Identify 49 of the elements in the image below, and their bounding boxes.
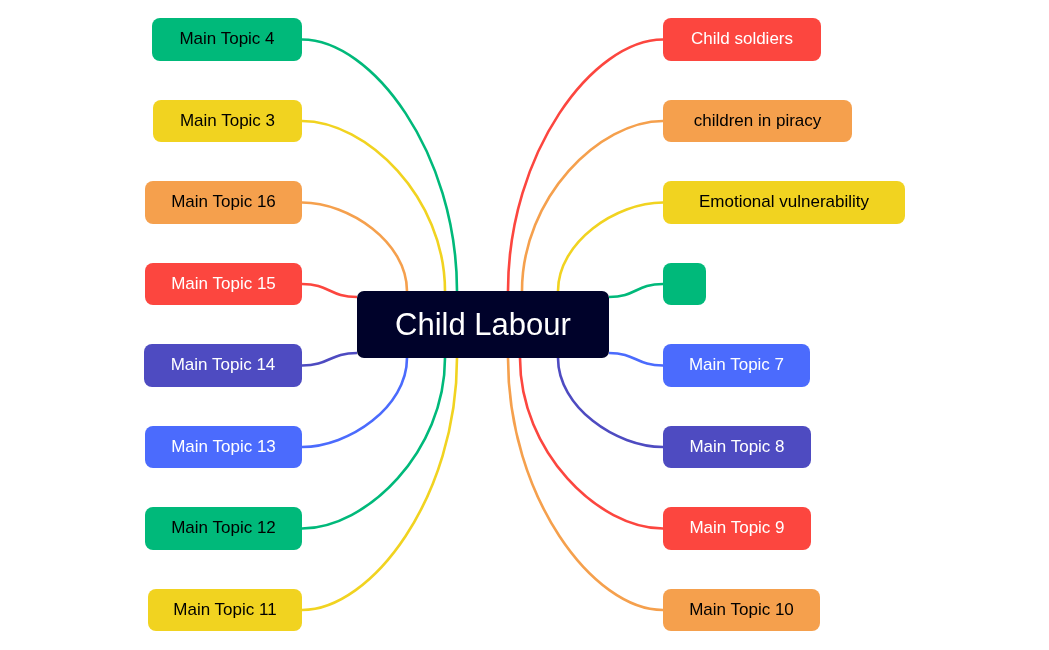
topic-node — [663, 589, 820, 631]
topic-node — [663, 507, 811, 550]
connector-line — [608, 282, 664, 299]
empty-topic-node — [663, 263, 706, 305]
connector-line — [518, 357, 664, 530]
connector-line — [301, 282, 358, 299]
topic-label: Main Topic 13 — [171, 436, 276, 458]
topic-node — [145, 181, 302, 224]
connector-line — [520, 119, 664, 292]
connector-line — [301, 357, 459, 612]
topic-label: Main Topic 8 — [689, 436, 785, 458]
topic-node — [152, 18, 302, 61]
topic-node — [663, 18, 821, 61]
connector-line — [301, 351, 358, 367]
connector-line — [608, 351, 664, 367]
topic-label: Main Topic 10 — [689, 599, 794, 621]
topic-node — [153, 100, 302, 142]
topic-label: Main Topic 14 — [170, 355, 276, 376]
connector-line — [301, 38, 459, 292]
topic-label: Child soldiers — [690, 29, 793, 50]
topic-label: Main Topic 3 — [179, 110, 276, 132]
topic-node — [148, 589, 302, 631]
connector-line — [556, 201, 664, 292]
connector-line — [301, 119, 447, 292]
topic-label: Main Topic 16 — [171, 192, 276, 213]
topic-label: Main Topic 11 — [173, 599, 277, 621]
topic-node — [663, 426, 811, 468]
topic-label: Emotional vulnerability — [698, 192, 870, 213]
topic-node — [145, 263, 302, 305]
topic-node — [145, 426, 302, 468]
topic-label: Main Topic 12 — [171, 518, 276, 539]
connector-line — [301, 357, 409, 449]
topic-node — [663, 344, 810, 387]
connector-line — [301, 357, 447, 530]
topic-label: Main Topic 15 — [171, 273, 276, 295]
topic-label: Main Topic 9 — [689, 518, 785, 539]
connector-line — [506, 38, 664, 292]
topic-node — [144, 344, 302, 387]
topic-node — [145, 507, 302, 550]
central-topic-node — [357, 291, 609, 358]
topic-node — [663, 181, 905, 224]
connector-line — [556, 357, 664, 449]
connector-line — [301, 201, 409, 292]
topic-label: children in piracy — [693, 110, 822, 132]
topic-label: Main Topic 4 — [179, 29, 275, 50]
central-topic-label: Child Labour — [395, 305, 571, 344]
topic-label: Main Topic 7 — [688, 355, 785, 376]
topic-node — [663, 100, 852, 142]
connector-line — [506, 357, 664, 612]
